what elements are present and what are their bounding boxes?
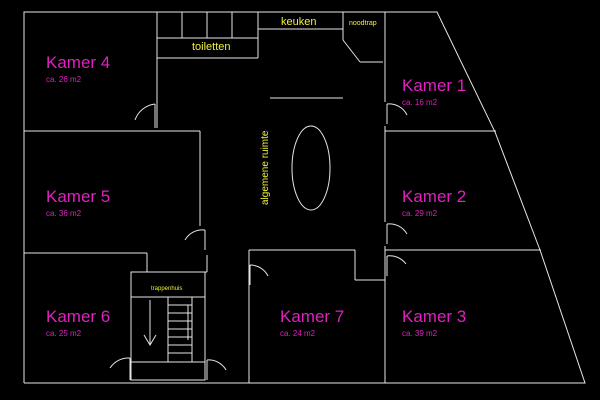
room-area-6: ca. 25 m2 (46, 329, 82, 338)
room-area-4: ca. 26 m2 (46, 75, 82, 84)
common-area-label: algemene ruimte (260, 130, 271, 205)
room-name-6: Kamer 6 (46, 307, 110, 326)
emergency-stair-label: noodtrap (349, 20, 377, 27)
outer-walls (23, 11, 586, 384)
room-name-7: Kamer 7 (280, 307, 344, 326)
room-name-5: Kamer 5 (46, 187, 110, 206)
room-area-5: ca. 36 m2 (46, 209, 82, 218)
room-area-7: ca. 24 m2 (280, 329, 316, 338)
room-area-3: ca. 39 m2 (402, 329, 438, 338)
kitchen-label: keuken (281, 16, 316, 28)
room-area-2: ca. 29 m2 (402, 209, 438, 218)
door-swings (109, 103, 408, 380)
room-name-4: Kamer 4 (46, 53, 110, 72)
room-name-1: Kamer 1 (402, 76, 466, 95)
toilets-label: toiletten (192, 41, 231, 53)
oval-table (291, 125, 331, 211)
room-name-3: Kamer 3 (402, 307, 466, 326)
room-area-1: ca. 16 m2 (402, 98, 438, 107)
stairwell-label: trappenhuis (151, 286, 182, 292)
stairwell (130, 271, 206, 381)
room-name-2: Kamer 2 (402, 187, 466, 206)
